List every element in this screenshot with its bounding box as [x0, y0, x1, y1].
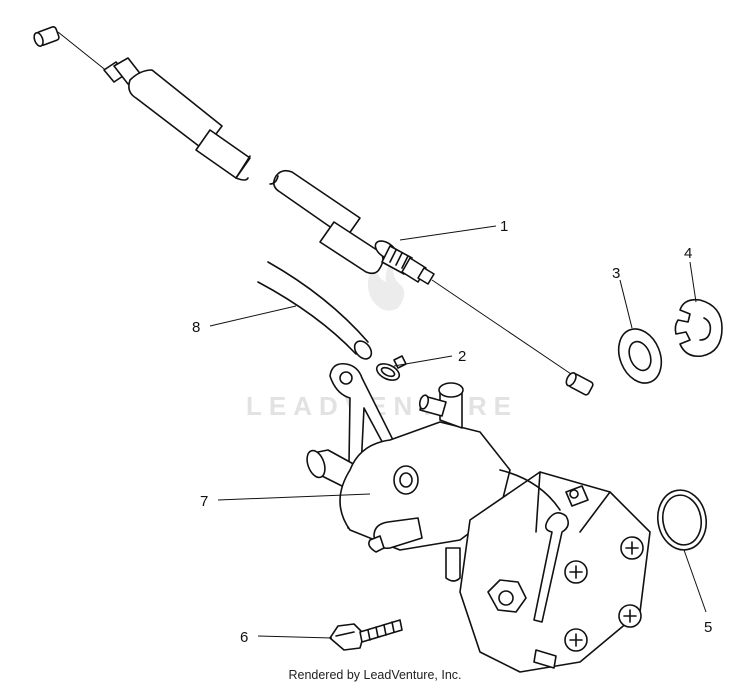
- callout-6: 6: [240, 629, 248, 646]
- leader-lines: [209, 225, 707, 639]
- callout-1: 1: [500, 218, 508, 235]
- callout-3: 3: [612, 265, 620, 282]
- o-ring: [656, 489, 708, 551]
- throttle-cable: [33, 26, 594, 396]
- watermark: LEADVENTURE: [246, 260, 511, 421]
- callout-4: 4: [684, 245, 692, 262]
- e-clip: [674, 298, 723, 358]
- bolt: [329, 619, 403, 651]
- fuel-line: [257, 261, 373, 360]
- footer-credit: Rendered by LeadVenture, Inc.: [288, 668, 462, 682]
- washer: [617, 328, 663, 384]
- pump-assembly: [306, 362, 651, 673]
- callout-8: 8: [192, 319, 200, 336]
- callout-5: 5: [704, 619, 712, 636]
- hose-clamp: [375, 355, 407, 381]
- callout-7: 7: [200, 493, 208, 510]
- callout-2: 2: [458, 348, 466, 365]
